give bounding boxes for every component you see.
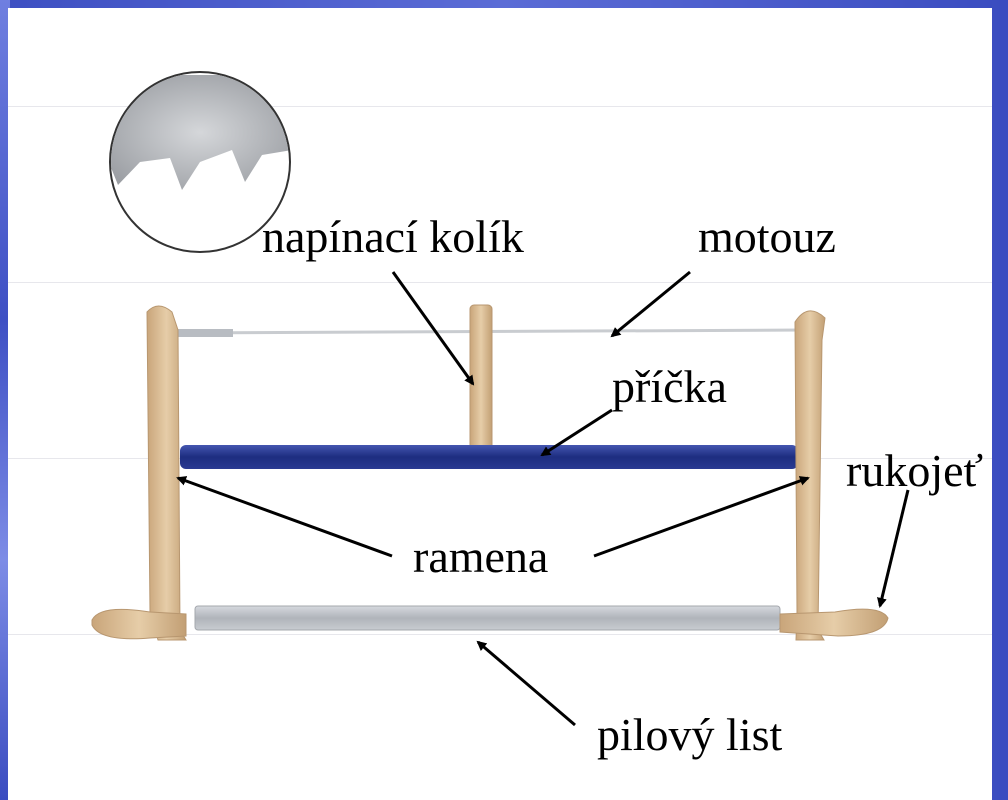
label-handle: rukojeť: [846, 445, 984, 496]
right-handle: [779, 608, 889, 637]
teeth-magnifier: [109, 71, 291, 253]
saw-blade: [194, 605, 781, 631]
guide-line: [8, 634, 992, 635]
label-saw-blade: pilový list: [597, 709, 783, 760]
arrow-crossbar: [540, 408, 613, 457]
arrow-cord: [610, 270, 691, 338]
cord-tension-fitting: [178, 329, 233, 337]
right-arm: [794, 310, 826, 641]
tensioning-pin: [469, 304, 493, 456]
slide-left-edge: [0, 0, 10, 800]
guide-line: [8, 282, 992, 283]
label-tensioning-pin: napínací kolík: [262, 211, 524, 262]
arrow-left-arm: [176, 476, 393, 558]
label-arms: ramena: [413, 531, 549, 582]
arrow-saw-blade: [476, 640, 576, 727]
left-handle: [91, 608, 187, 640]
arrow-handle: [877, 489, 910, 608]
crossbar: [180, 445, 798, 469]
arrow-right-arm: [593, 476, 810, 558]
guide-line: [8, 106, 992, 107]
label-cord: motouz: [698, 211, 836, 262]
label-crossbar: příčka: [612, 361, 727, 412]
arrow-tensioning-pin: [391, 271, 475, 386]
left-arm: [146, 305, 187, 641]
